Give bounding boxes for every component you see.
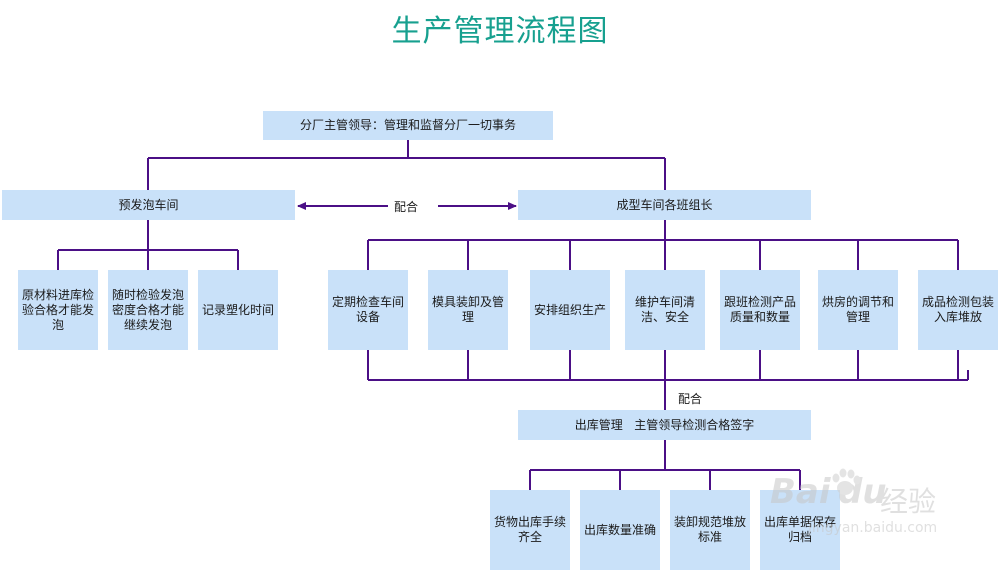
molding-task-5: 跟班检测产品质量和数量: [720, 270, 800, 350]
watermark-url: jingyan.baidu.com: [808, 520, 938, 536]
watermark-brand: Bai: [770, 472, 831, 512]
pre-foam-task-3: 记录塑化时间: [198, 270, 278, 350]
paw-icon: [832, 468, 861, 495]
page-title: 生产管理流程图: [391, 14, 609, 49]
pre-foam-workshop-node: 预发泡车间: [2, 190, 295, 220]
pre-foam-task-1: 原材料进库检验合格才能发泡: [18, 270, 98, 350]
molding-task-3: 安排组织生产: [530, 270, 610, 350]
outbound-management-node: 出库管理 主管领导检测合格签字: [518, 410, 811, 440]
top-manager-node: 分厂主管领导：管理和监督分厂一切事务: [263, 111, 553, 140]
outbound-task-1: 货物出库手续齐全: [490, 490, 570, 570]
pre-foam-task-2: 随时检验发泡密度合格才能继续发泡: [108, 270, 188, 350]
outbound-task-2: 出库数量准确: [580, 490, 660, 570]
molding-task-1: 定期检查车间设备: [328, 270, 408, 350]
baidu-watermark: Bai du 经验 jingyan.baidu.com: [768, 466, 968, 546]
watermark-cn: 经验: [880, 485, 937, 518]
cooperation-label: 配合: [392, 198, 421, 215]
molding-task-4: 维护车间清洁、安全: [625, 270, 705, 350]
outbound-task-3: 装卸规范堆放标准: [670, 490, 750, 570]
outbound-task-4: 出库单据保存归档: [760, 490, 840, 570]
molding-task-2: 模具装卸及管理: [428, 270, 508, 350]
cooperation-label-2: 配合: [676, 390, 705, 407]
molding-task-6: 烘房的调节和管理: [818, 270, 898, 350]
molding-task-7: 成品检测包装入库堆放: [918, 270, 998, 350]
molding-workshop-node: 成型车间各班组长: [518, 190, 811, 220]
